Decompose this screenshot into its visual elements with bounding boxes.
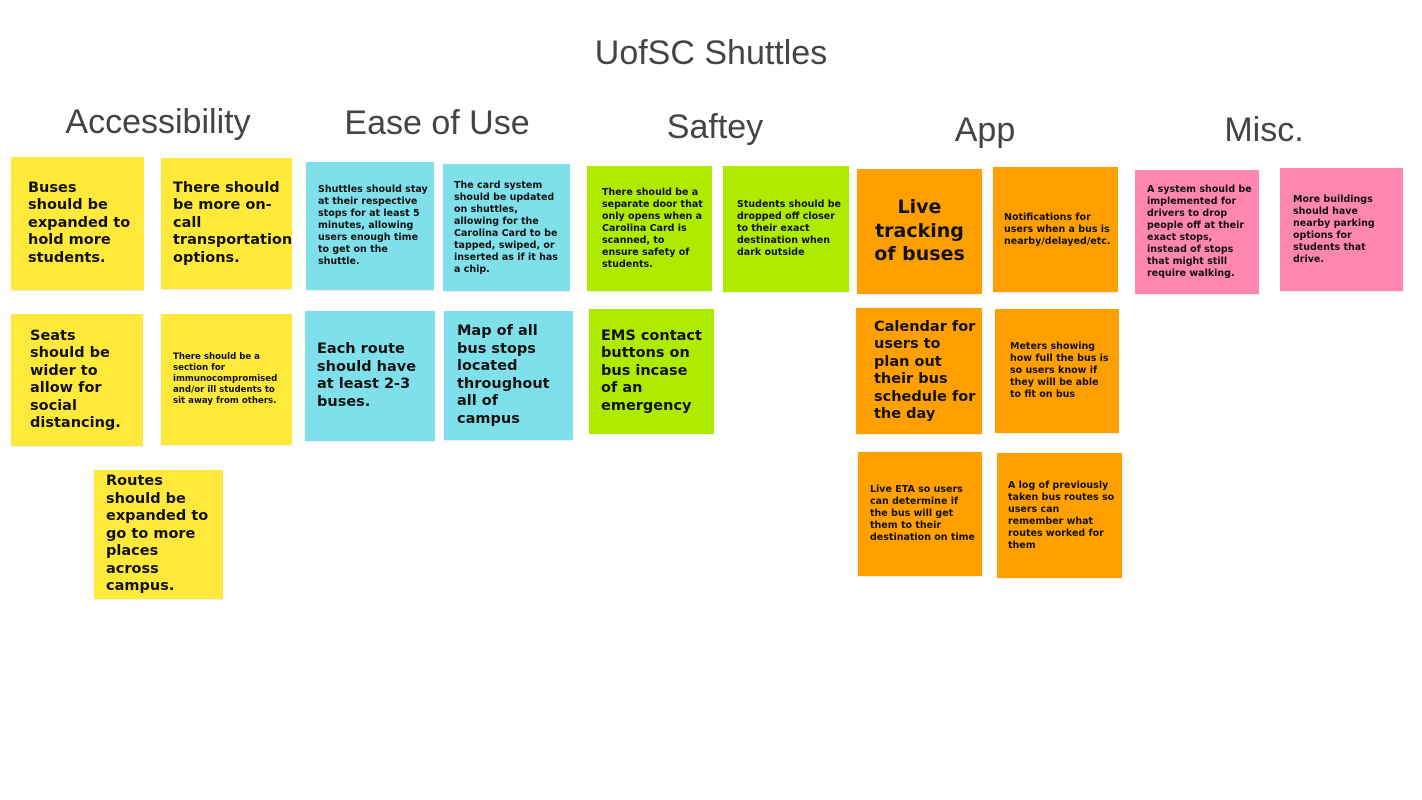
note-text: Map of all bus stops located throughout … [457,323,550,427]
sticky-note[interactable]: Calendar for users to plan out their bus… [856,308,982,434]
note-text: A log of previously taken bus routes so … [1008,479,1115,551]
sticky-note[interactable]: A log of previously taken bus routes so … [997,453,1122,578]
sticky-note[interactable]: There should be a section for immunocomp… [161,314,292,445]
note-text: Live ETA so users can determine if the b… [870,484,976,543]
heading-accessibility: Accessibility [65,103,251,141]
sticky-note[interactable]: More buildings should have nearby parkin… [1280,168,1403,291]
note-text: Seats should be wider to allow for socia… [30,327,121,432]
sticky-note[interactable]: Shuttles should stay at their respective… [306,162,434,290]
sticky-note[interactable]: There should be more on-call transportat… [161,158,292,289]
sticky-note[interactable]: Buses should be expanded to hold more st… [11,157,144,290]
note-text: There should be more on-call transportat… [173,179,293,266]
sticky-note[interactable]: Meters showing how full the bus is so us… [995,309,1119,433]
note-text: More buildings should have nearby parkin… [1293,193,1375,265]
sticky-note[interactable]: Seats should be wider to allow for socia… [11,314,143,446]
heading-ease-of-use: Ease of Use [344,104,530,142]
heading-misc: Misc. [1224,111,1304,149]
note-text: Shuttles should stay at their respective… [318,184,428,267]
heading-safety: Saftey [666,108,764,146]
sticky-note[interactable]: There should be a separate door that onl… [587,166,712,291]
sticky-note[interactable]: Routes should be expanded to go to more … [94,470,223,599]
note-text: A system should be implemented for drive… [1147,184,1252,279]
note-text: Buses should be expanded to hold more st… [28,179,131,266]
note-text: There should be a section for immunocomp… [173,352,278,406]
sticky-note[interactable]: Students should be dropped off closer to… [723,166,849,292]
note-text: Students should be dropped off closer to… [737,199,841,258]
note-text: EMS contact buttons on bus incase of an … [601,327,702,414]
note-text: Live tracking of buses [874,196,965,266]
sticky-note[interactable]: Live tracking of buses [857,169,982,294]
sticky-note[interactable]: A system should be implemented for drive… [1135,170,1259,294]
sticky-note[interactable]: Live ETA so users can determine if the b… [858,452,982,576]
note-text: Routes should be expanded to go to more … [106,473,209,595]
note-text: Meters showing how full the bus is so us… [1010,341,1109,400]
sticky-note[interactable]: EMS contact buttons on bus incase of an … [589,309,714,434]
sticky-note[interactable]: Map of all bus stops located throughout … [444,311,573,440]
note-text: The card system should be updated on shu… [454,179,558,275]
heading-app: App [954,111,1016,149]
sticky-note[interactable]: Notifications for users when a bus is ne… [993,167,1118,292]
note-text: There should be a separate door that onl… [602,186,703,270]
board-title: UofSC Shuttles [594,34,828,72]
sticky-note[interactable]: Each route should have at least 2-3 buse… [305,311,435,441]
note-text: Calendar for users to plan out their bus… [874,318,976,423]
note-text: Notifications for users when a bus is ne… [1004,211,1111,247]
note-text: Each route should have at least 2-3 buse… [317,341,417,410]
sticky-note[interactable]: The card system should be updated on shu… [443,164,570,291]
